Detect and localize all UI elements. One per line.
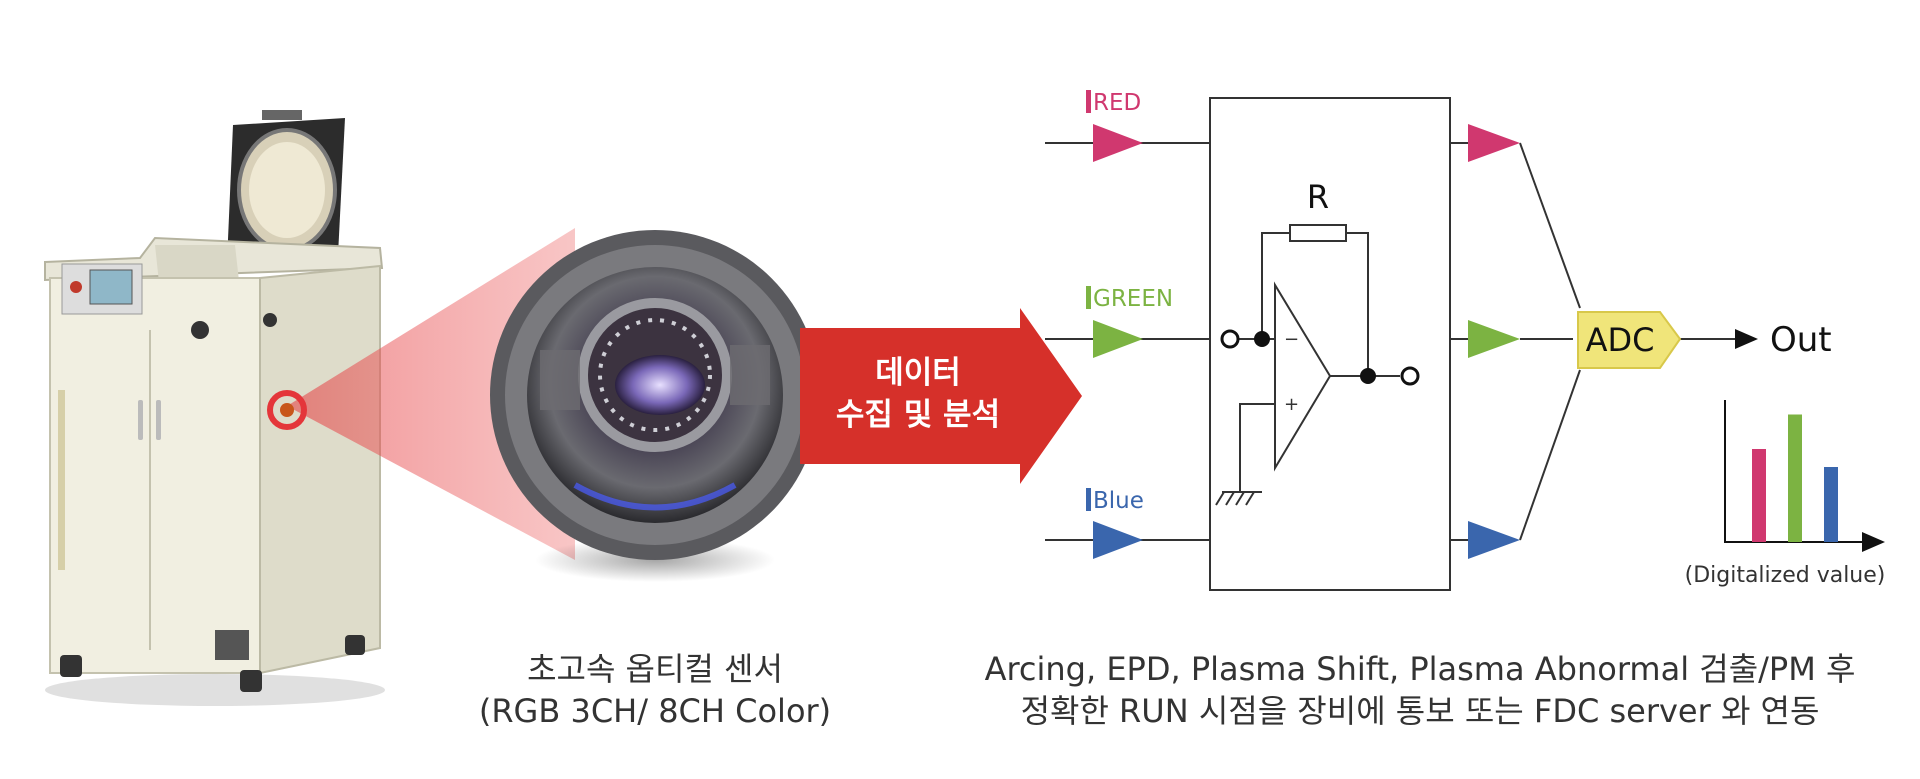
result-caption: Arcing, EPD, Plasma Shift, Plasma Abnorm… (960, 648, 1880, 732)
channel-label-marker (1086, 488, 1091, 511)
out-label: Out (1770, 320, 1832, 360)
channel-output-triangle (1468, 521, 1520, 559)
axis-arrow-icon (1862, 532, 1885, 552)
channel-output-triangle (1468, 320, 1520, 358)
sensor-caption: 초고속 옵티컬 센서 (RGB 3CH/ 8CH Color) (430, 648, 880, 732)
svg-text:−: − (1284, 329, 1299, 350)
resistor-label: R (1307, 178, 1329, 216)
result-caption-line1: Arcing, EPD, Plasma Shift, Plasma Abnorm… (984, 650, 1856, 688)
channel-label: Blue (1093, 488, 1144, 514)
sensor-caption-line2: (RGB 3CH/ 8CH Color) (478, 692, 832, 730)
arrow-text-line2: 수집 및 분석 (836, 397, 1000, 433)
input-node (1254, 331, 1270, 347)
optical-beam (287, 228, 575, 560)
digital-value-bar (1752, 449, 1766, 542)
input-terminal (1220, 329, 1240, 349)
op-amp (1274, 281, 1332, 472)
feedback-resistor (1289, 224, 1347, 242)
channel-output-triangle (1468, 124, 1520, 162)
svg-text:+: + (1284, 394, 1299, 415)
adc-label: ADC (1586, 321, 1655, 359)
adc-block: ADC (1577, 311, 1682, 369)
channel-blue: Blue (1086, 488, 1520, 559)
result-caption-line2: 정확한 RUN 시점을 장비에 통보 또는 FDC server 와 연동 (1020, 692, 1820, 730)
channel-label: GREEN (1093, 286, 1173, 312)
channel-label-marker (1086, 90, 1091, 113)
channel-input-triangle (1093, 521, 1143, 559)
channel-label-marker (1086, 286, 1091, 309)
channel-label: RED (1093, 90, 1141, 116)
arrow-text-line1: 데이터 (875, 355, 961, 391)
digitalized-label: (Digitalized value) (1685, 563, 1886, 588)
channel-input-triangle (1093, 320, 1143, 358)
channel-red: RED (1086, 90, 1520, 162)
channel-green: GREEN (1086, 286, 1520, 358)
data-collection-arrow: 데이터 수집 및 분석 (800, 308, 1082, 484)
out-arrow-icon (1735, 329, 1758, 349)
digital-value-bar (1824, 467, 1838, 542)
channel-input-triangle (1093, 124, 1143, 162)
viewport-highlight (267, 390, 307, 430)
optical-sensor-lens (490, 230, 820, 582)
amplifier-box (1209, 97, 1451, 591)
sensor-caption-line1: 초고속 옵티컬 센서 (527, 650, 783, 688)
output-node (1360, 368, 1376, 384)
digital-value-bar (1788, 414, 1802, 542)
digitalized-value-chart: (Digitalized value) (1685, 400, 1886, 588)
output-terminal (1400, 366, 1420, 386)
